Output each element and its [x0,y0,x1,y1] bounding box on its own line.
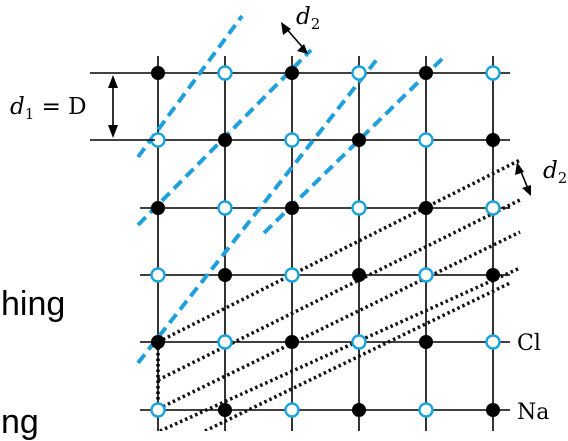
na-atom [419,335,433,349]
na-atom [419,66,433,80]
atoms [150,65,501,418]
na-atom [218,133,232,147]
d1-label: d1 = D [10,94,87,123]
dotted-plane [157,198,521,382]
na-atom [486,133,500,147]
d1-dimension [90,72,155,141]
na-atom [352,403,366,417]
cl-atom [217,200,233,216]
cl-atom [284,267,300,283]
blue-dashed-plane [136,56,380,365]
na-atom [218,403,232,417]
blue-dashed-plane [136,14,244,159]
partial-text-fragment-2: ng [1,403,39,441]
cl-atom [418,132,434,148]
cl-atom [217,65,233,81]
na-atom [486,403,500,417]
cl-atom [485,334,501,350]
dotted-plane [159,266,521,433]
cl-atom [485,200,501,216]
na-atom [352,133,366,147]
partial-text-fragment-1: hing [1,285,66,323]
dotted-planes [156,158,521,433]
cl-atom [485,65,501,81]
cl-atom [418,267,434,283]
cl-label: Cl [517,331,541,356]
lattice-grid [140,56,510,431]
d2-top-label: d2 [296,4,320,33]
crystal-lattice-diagram: d1 = D d2 d2 Cl Na hing ng [1,4,567,439]
na-atom [151,66,165,80]
cl-atom [217,334,233,350]
d2-right-dimension [515,162,531,196]
d2-right-label: d2 [543,158,567,187]
cl-atom [284,132,300,148]
cl-atom [284,402,300,418]
d2-top-dimension [281,22,308,54]
cl-atom [150,402,166,418]
cl-atom [150,267,166,283]
na-atom [151,335,165,349]
na-atom [151,201,165,215]
cl-atom [351,65,367,81]
na-atom [285,201,299,215]
na-atom [486,268,500,282]
na-atom [352,268,366,282]
na-atom [285,335,299,349]
na-atom [285,66,299,80]
lattice-svg: d1 = D d2 d2 Cl Na [10,4,567,433]
cl-atom [351,334,367,350]
na-atom [218,268,232,282]
na-atom [419,201,433,215]
cl-atom [351,200,367,216]
dotted-plane [204,281,511,433]
cl-atom [418,402,434,418]
dotted-plane [157,158,521,344]
na-label: Na [517,400,549,425]
dotted-plane [157,230,521,411]
